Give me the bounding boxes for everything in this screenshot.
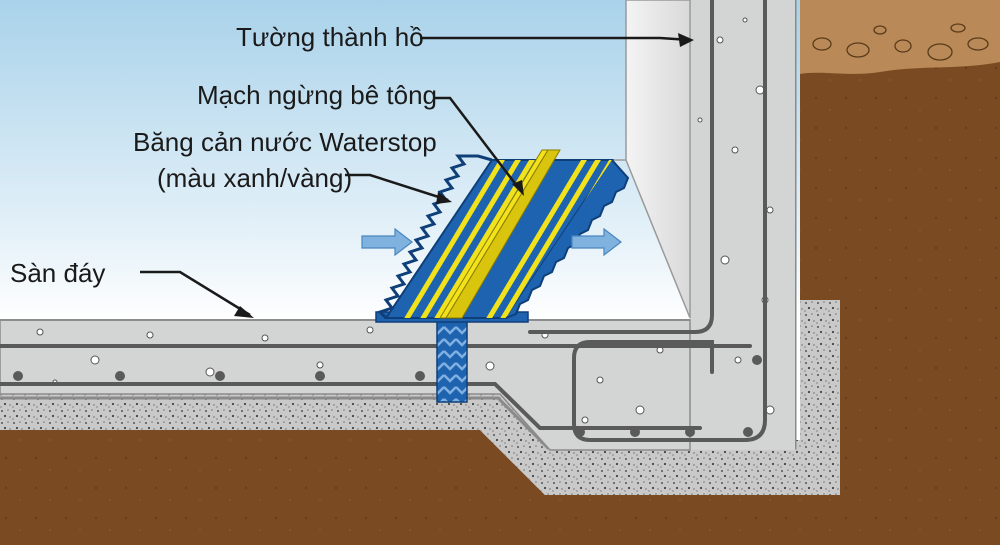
- wall-concrete: [690, 0, 795, 450]
- rebar-dots: [13, 355, 762, 437]
- label-waterstop-note: (màu xanh/vàng): [157, 163, 353, 193]
- water-flow-arrows: [361, 227, 622, 257]
- wall-inner-face: [625, 0, 691, 319]
- leader-joint: [435, 96, 521, 191]
- topsoil-layer: [800, 0, 1000, 74]
- flow-arrow-right: [571, 227, 622, 257]
- topsoil-stones: [812, 23, 989, 61]
- flow-arrow-left: [361, 227, 413, 257]
- label-construction-joint: Mạch ngừng bê tông: [197, 80, 438, 110]
- rebar-lines: [0, 0, 767, 442]
- label-wall: Tường thành hồ: [236, 22, 424, 52]
- leader-arrowheads: [234, 33, 694, 318]
- waterstop-embedded: [436, 319, 468, 403]
- waterstop-strip: [377, 149, 630, 320]
- leader-slab: [140, 270, 251, 317]
- label-waterstop: Băng cản nước Waterstop: [133, 127, 437, 157]
- label-floor-slab: Sàn đáy: [10, 258, 106, 288]
- leader-lines: [140, 36, 691, 317]
- leader-waterstop: [345, 173, 449, 202]
